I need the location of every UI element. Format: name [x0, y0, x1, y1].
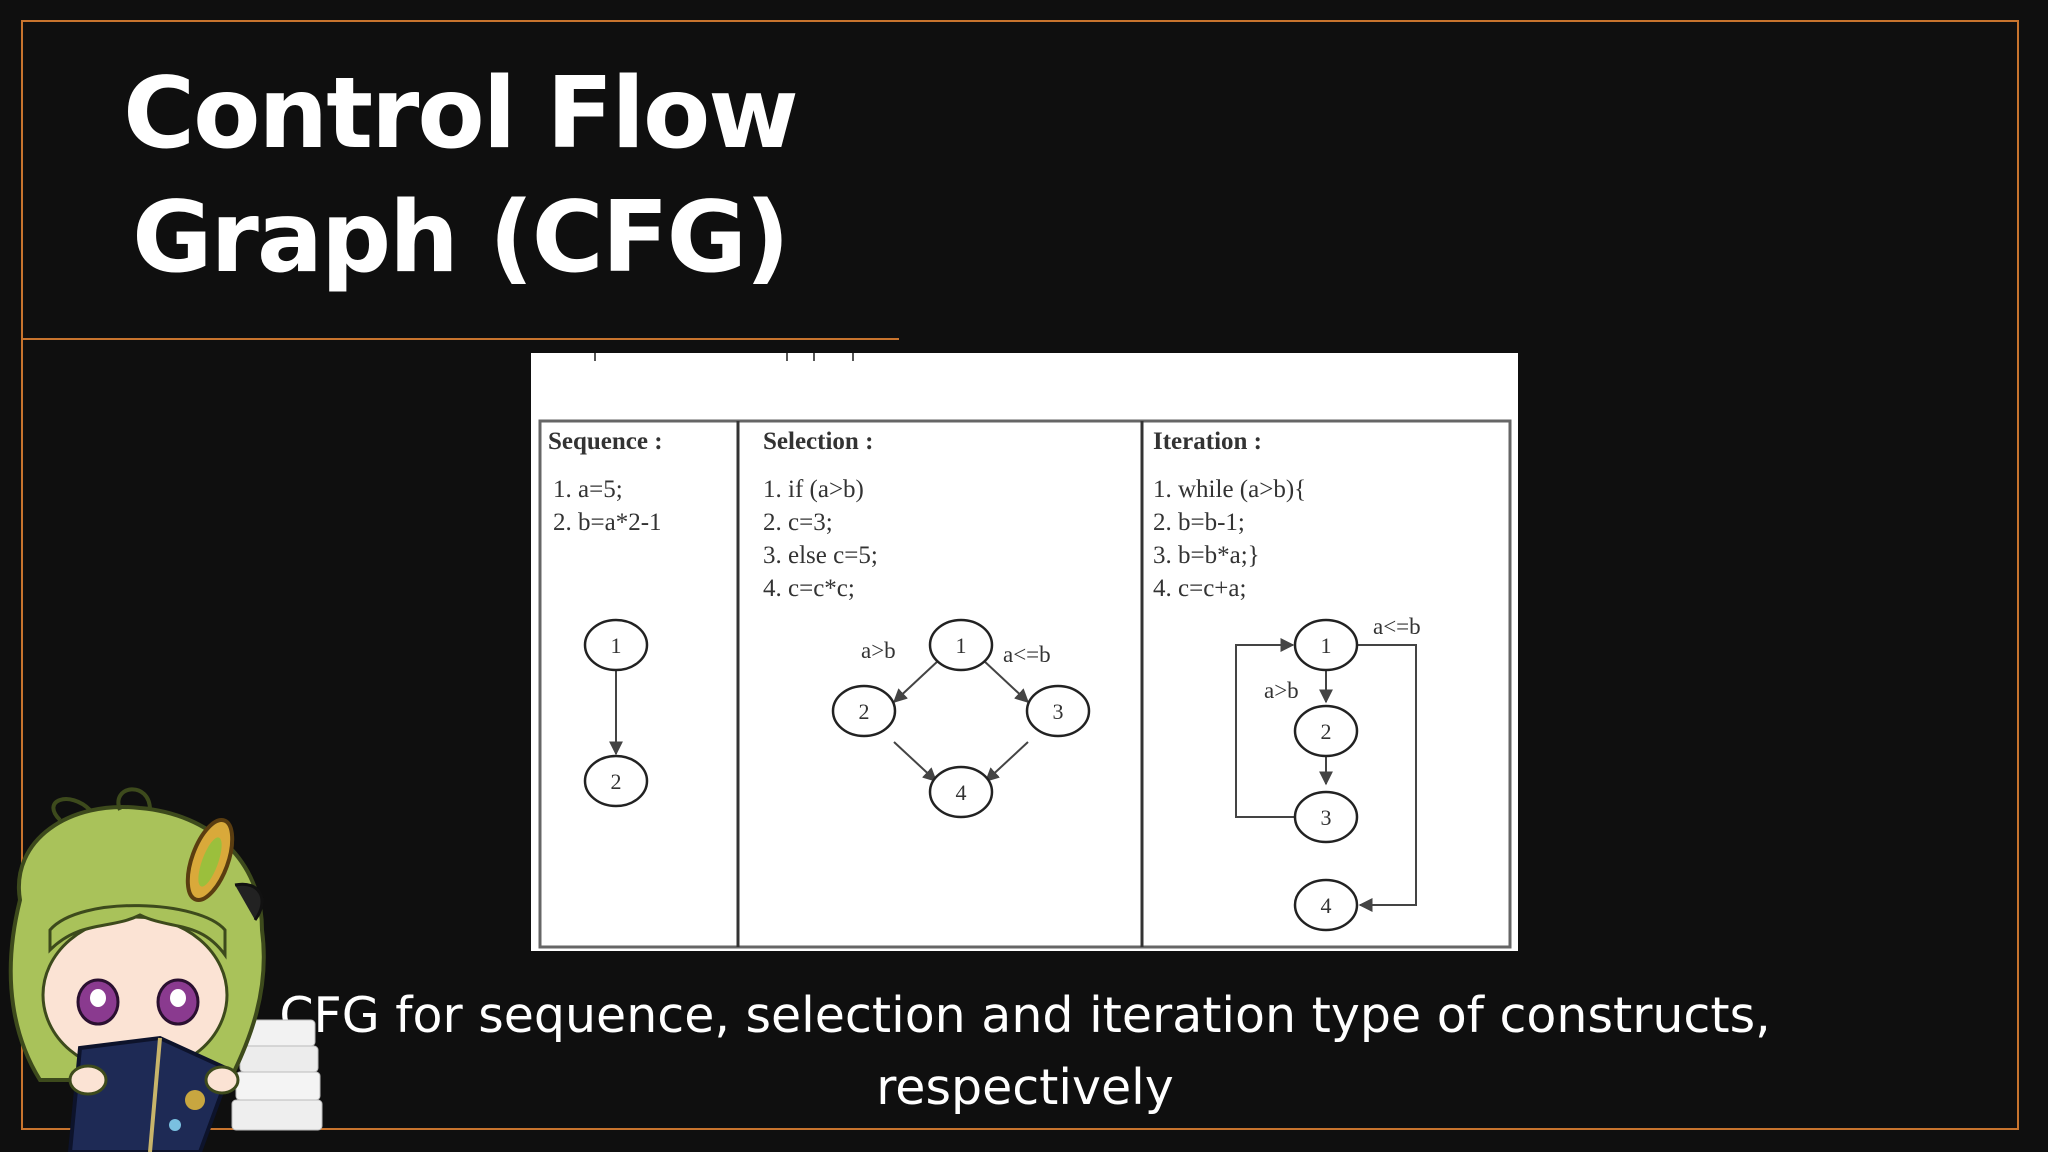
code-line: 4. c=c*c;	[763, 575, 855, 602]
caption-line-1: CFG for sequence, selection and iteratio…	[279, 987, 1771, 1044]
hand-shape	[204, 1065, 240, 1095]
cropped-text-fragment	[594, 353, 854, 361]
code-line: 2. b=a*2-1	[553, 509, 662, 536]
panel-sequence: Sequence : 1. a=5; 2. b=a*2-1 1 2	[548, 428, 663, 808]
cfg-edge	[982, 659, 1030, 703]
node-label: 1	[1321, 633, 1332, 658]
cfg-node	[1293, 878, 1359, 932]
panel-heading: Selection :	[763, 428, 873, 455]
panel-selection: Selection : 1. if (a>b) 2. c=3; 3. else …	[763, 428, 1091, 819]
exit-edge	[1357, 644, 1417, 912]
cfg-node	[583, 618, 649, 672]
code-line: 1. if (a>b)	[763, 476, 864, 503]
code-line: 1. while (a>b){	[1153, 476, 1306, 503]
cfg-figure: Sequence : 1. a=5; 2. b=a*2-1 1 2 Select…	[531, 353, 1518, 951]
edge-label: a<=b	[1003, 642, 1051, 667]
cfg-node	[928, 765, 994, 819]
code-line: 2. b=b-1;	[1153, 509, 1245, 536]
code-line: 3. b=b*a;}	[1153, 542, 1260, 569]
code-line: 2. c=3;	[763, 509, 833, 536]
panel-iteration: Iteration : 1. while (a>b){ 2. b=b-1; 3.…	[1153, 428, 1421, 932]
node-label: 3	[1053, 699, 1064, 724]
code-line: 3. else c=5;	[763, 542, 878, 569]
cfg-node	[928, 618, 994, 672]
panel-heading: Iteration :	[1153, 428, 1262, 455]
slide-frame	[21, 20, 2019, 1130]
hand-shape	[68, 1064, 108, 1096]
cfg-node	[1025, 684, 1091, 738]
eyes-icon	[76, 978, 200, 1026]
table-outline	[538, 419, 1512, 949]
title-line-1: Control Flow	[123, 57, 799, 171]
cfg-node	[583, 754, 649, 808]
node-label: 4	[1321, 893, 1332, 918]
loop-back-edge	[1235, 638, 1295, 818]
node-label: 2	[859, 699, 870, 724]
node-label: 2	[611, 769, 622, 794]
code-line: 4. c=c+a;	[1153, 575, 1246, 602]
node-label: 1	[611, 633, 622, 658]
node-label: 4	[956, 780, 967, 805]
node-label: 3	[1321, 805, 1332, 830]
cfg-node	[1293, 704, 1359, 758]
code-line: 1. a=5;	[553, 476, 623, 503]
slide-title: Control Flow Graph (CFG)	[110, 52, 810, 300]
crown-ornament-icon	[185, 818, 264, 921]
cfg-edge	[892, 659, 940, 703]
title-line-2: Graph (CFG)	[132, 181, 790, 295]
edge-label: a>b	[861, 638, 896, 663]
node-label: 2	[1321, 719, 1332, 744]
edge-label: a>b	[1264, 678, 1299, 703]
cfg-node	[1293, 790, 1359, 844]
figure-caption: CFG for sequence, selection and iteratio…	[250, 980, 1800, 1124]
paper-stack-icon	[231, 1019, 323, 1131]
cfg-edge	[893, 741, 938, 782]
node-label: 1	[956, 633, 967, 658]
mascot-illustration	[8, 787, 323, 1152]
title-divider	[21, 338, 899, 340]
panel-heading: Sequence :	[548, 428, 663, 455]
cfg-edge	[984, 741, 1029, 782]
edge-label: a<=b	[1373, 614, 1421, 639]
cfg-diagram: Sequence : 1. a=5; 2. b=a*2-1 1 2 Select…	[538, 353, 1512, 949]
book-icon	[67, 1035, 233, 1152]
cfg-node	[1293, 618, 1359, 672]
cfg-node	[831, 684, 897, 738]
caption-line-2: respectively	[876, 1059, 1174, 1116]
